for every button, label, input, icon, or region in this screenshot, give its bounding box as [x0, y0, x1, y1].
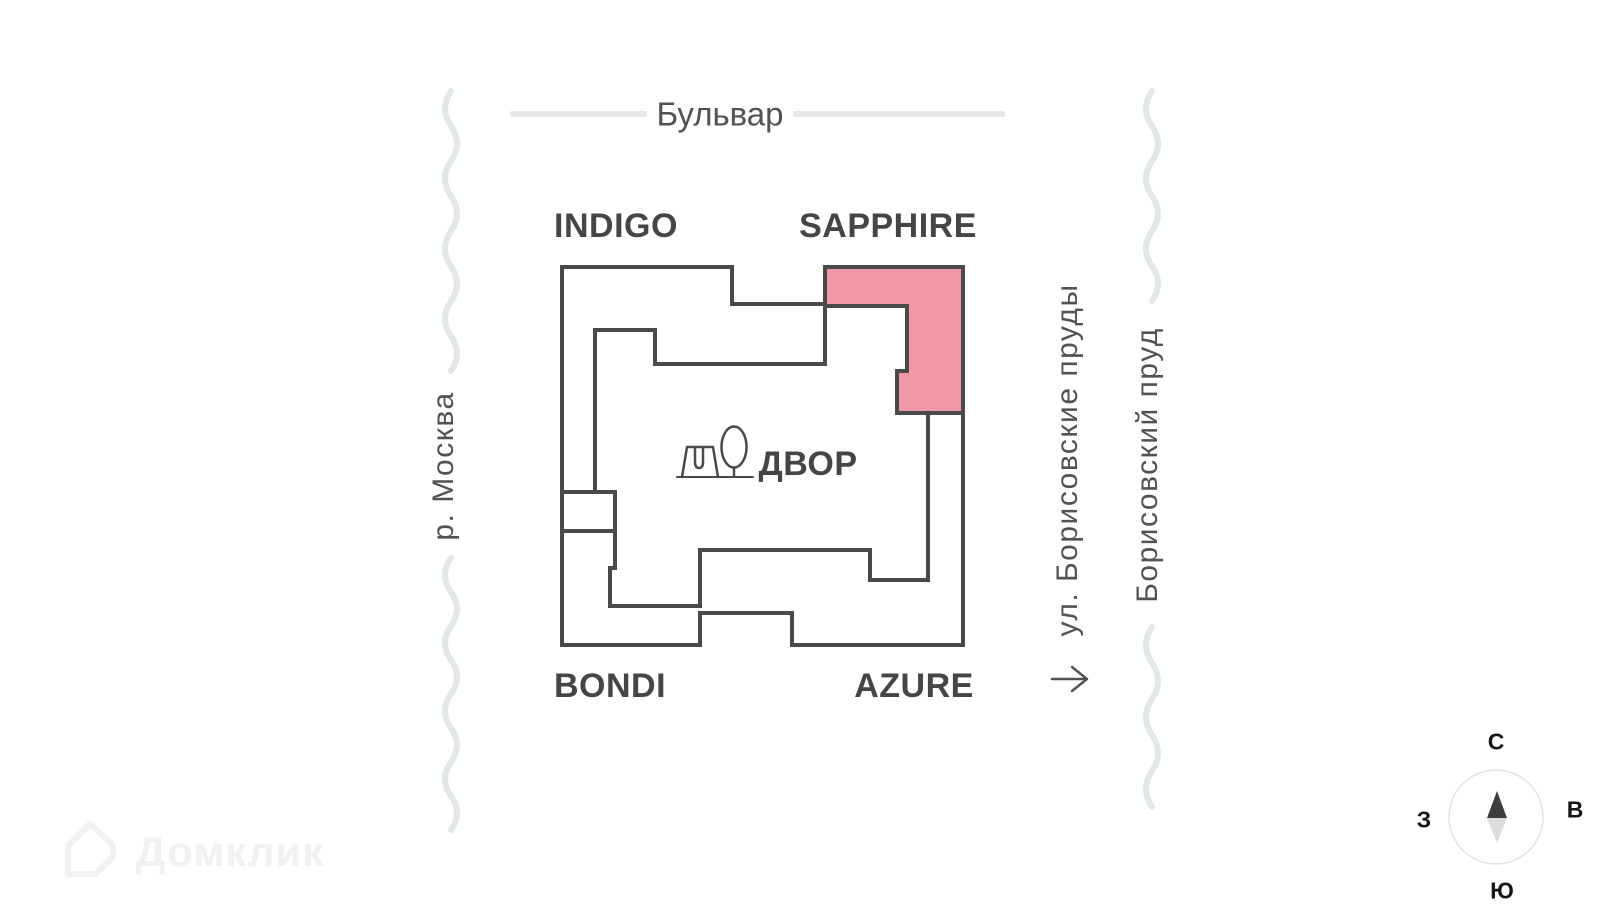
street-direction-arrow: [1050, 665, 1089, 693]
sandbox-handle: [693, 445, 705, 470]
compass-needle-south: [1487, 818, 1507, 843]
tree-icon: [720, 425, 748, 469]
boulevard-label: Бульвар: [656, 95, 784, 133]
river-moskva-wavy-line-lower: [442, 555, 460, 833]
boulevard-line-right: [793, 111, 1005, 117]
sandbox-icon: [680, 445, 720, 479]
compass-rose: [1448, 769, 1544, 865]
borisovsky-pond-wavy-line-upper: [1143, 88, 1161, 304]
courtyard-playground-icon: [676, 425, 754, 479]
building-label-bondi: BONDI: [553, 667, 667, 705]
compass-east-label: В: [1566, 796, 1584, 823]
left-wing-divider-lines: [562, 490, 615, 533]
boulevard-line-left: [510, 111, 647, 117]
domclick-watermark-text: Домклик: [135, 828, 325, 875]
borisovskie-prudy-street-label: ул. Борисовские пруды: [1051, 283, 1084, 637]
compass-north-label: С: [1487, 728, 1505, 755]
borisovsky-pond-wavy-line-lower: [1143, 624, 1161, 810]
compass-needle-north: [1487, 791, 1507, 818]
sapphire-highlighted-section: [823, 265, 965, 415]
building-label-sapphire: SAPPHIRE: [799, 207, 977, 245]
building-outer-outline: [560, 265, 965, 647]
building-label-azure: AZURE: [854, 667, 974, 705]
compass-west-label: З: [1416, 806, 1432, 833]
borisovsky-pond-label: Борисовский пруд: [1131, 327, 1164, 603]
compass-south-label: Ю: [1490, 877, 1514, 904]
courtyard-label: ДВОР: [758, 445, 858, 483]
domclick-logo-icon: [65, 821, 116, 877]
river-moskva-wavy-line-upper: [442, 88, 460, 374]
building-label-indigo: INDIGO: [554, 207, 678, 245]
river-moskva-label: р. Москва: [427, 391, 460, 541]
courtyard-inner-outline: [593, 304, 930, 608]
